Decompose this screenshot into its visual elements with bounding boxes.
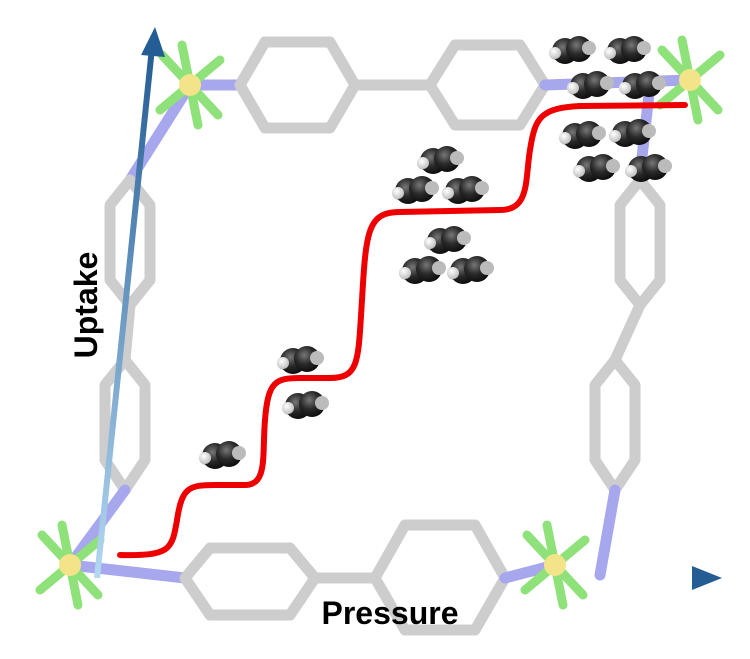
sif6-node — [35, 520, 105, 610]
acetylene-molecule — [442, 176, 489, 204]
acetylene-molecule — [392, 176, 439, 204]
acetylene-molecule — [573, 154, 620, 182]
sif6-node — [155, 40, 225, 130]
y-axis-arrowhead-icon — [141, 27, 165, 57]
x-axis-arrowhead-icon — [692, 566, 722, 590]
acetylene-molecule — [604, 36, 651, 64]
y-axis — [94, 27, 165, 579]
y-axis-label: Uptake — [68, 252, 104, 359]
sif6-node — [655, 35, 725, 125]
x-axis — [97, 566, 722, 590]
acetylene-molecule — [199, 441, 246, 469]
acetylene-molecule — [619, 71, 666, 99]
mof-framework — [64, 36, 696, 636]
acetylene-molecule — [549, 36, 596, 64]
acetylene-molecule — [399, 256, 446, 284]
acetylene-molecules — [199, 36, 672, 469]
acetylene-molecule — [417, 146, 464, 174]
acetylene-molecule — [424, 226, 471, 254]
acetylene-molecule — [277, 346, 324, 374]
sif6-nodes — [35, 35, 725, 610]
acetylene-molecule — [567, 71, 614, 99]
acetylene-molecule — [609, 119, 656, 147]
x-axis-label: Pressure — [322, 595, 459, 631]
acetylene-molecule — [447, 256, 494, 284]
acetylene-molecule — [559, 121, 606, 149]
acetylene-molecule — [625, 154, 672, 182]
acetylene-molecule — [282, 391, 329, 419]
stepped-isotherm-curve — [117, 102, 688, 559]
